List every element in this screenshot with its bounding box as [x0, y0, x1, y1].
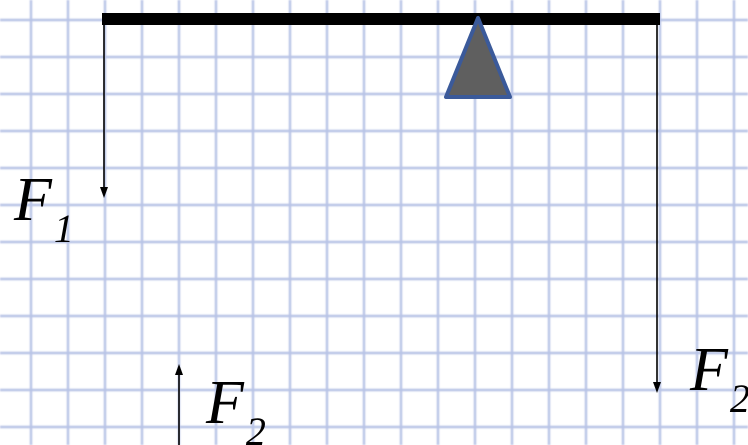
force-arrow-f2-right-head	[653, 382, 661, 393]
fulcrum-triangle	[444, 16, 512, 99]
force-label-f2-bottom: F2	[205, 369, 266, 445]
force-arrow-f2-bottom-head	[175, 364, 183, 375]
force-arrow-f1-head	[100, 187, 108, 198]
force-label-f1: F1	[13, 166, 74, 251]
force-label-f2-right: F2	[689, 336, 748, 421]
